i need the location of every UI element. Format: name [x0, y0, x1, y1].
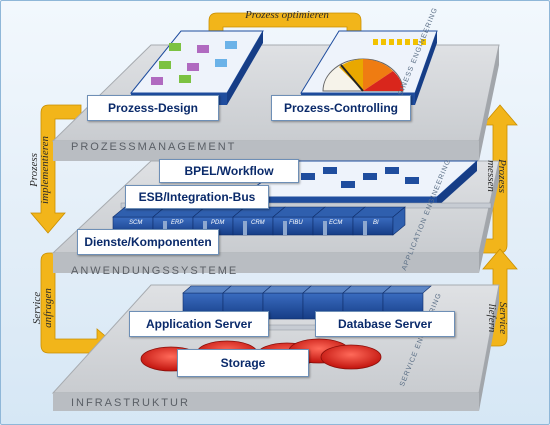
arrow-left-upper	[30, 104, 82, 234]
module-fibu: FIBU	[289, 220, 303, 226]
database-server-box: Database Server	[315, 311, 455, 337]
module-pdm: PDM	[211, 220, 225, 226]
prozess-controlling-box: Prozess-Controlling	[271, 95, 411, 121]
bpel-workflow-box: BPEL/Workflow	[159, 159, 299, 183]
layer-infrastructure: INFRASTRUKTUR	[71, 397, 190, 409]
dienste-komponenten-box: Dienste/Komponenten	[77, 229, 219, 255]
module-ecm: ECM	[329, 220, 343, 226]
storage-box: Storage	[177, 349, 309, 377]
arrow-left-lower	[40, 252, 118, 364]
process-controlling-block	[300, 30, 438, 105]
layer-application-systems: ANWENDUNGSSYSTEME	[71, 265, 239, 277]
arrow-top	[200, 12, 372, 68]
layer-process-management: PROZESSMANAGEMENT	[71, 141, 237, 153]
prozess-design-box: Prozess-Design	[87, 95, 219, 121]
module-scm: SCM	[129, 220, 143, 226]
process-design-block	[129, 30, 264, 105]
module-erp: ERP	[171, 220, 184, 226]
cycle-label-top: Prozess optimieren	[245, 9, 329, 21]
module-bi: BI	[373, 220, 379, 226]
esb-integration-bus-box: ESB/Integration-Bus	[125, 185, 269, 209]
application-server-box: Application Server	[129, 311, 269, 337]
module-crm: CRM	[251, 220, 265, 226]
